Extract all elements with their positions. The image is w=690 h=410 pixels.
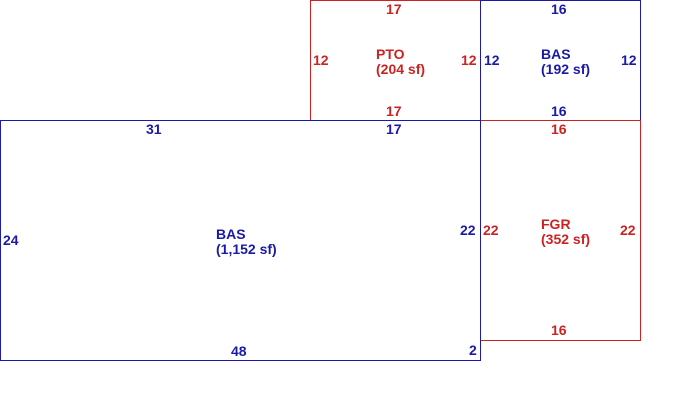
bas-top-top-dim: 16 <box>551 1 567 17</box>
bas-top-code: BAS <box>541 46 571 62</box>
fgr-code: FGR <box>541 216 571 232</box>
fgr-area-label: FGR (352 sf) <box>541 217 590 247</box>
bas-main-code: BAS <box>216 226 246 242</box>
bas-main-area-label: BAS (1,152 sf) <box>216 227 277 257</box>
pto-right-dim: 12 <box>461 52 477 68</box>
bas-top-bottom-dim: 16 <box>551 103 567 119</box>
fgr-top-dim: 16 <box>551 121 567 137</box>
fgr-size: (352 sf) <box>541 231 591 247</box>
pto-top-dim: 17 <box>386 1 402 17</box>
main-top-right-dim: 17 <box>386 121 402 137</box>
pto-bottom-dim: 17 <box>386 103 402 119</box>
main-bottom-right-dim: 2 <box>469 342 477 358</box>
bas-main-size: (1,152 sf) <box>216 241 277 257</box>
pto-code: PTO <box>376 46 405 62</box>
pto-area-label: PTO (204 sf) <box>376 47 425 77</box>
pto-size: (204 sf) <box>376 61 426 77</box>
main-top-left-dim: 31 <box>146 121 162 137</box>
bas-top-right-dim: 12 <box>621 52 637 68</box>
main-right-dim: 22 <box>460 222 476 238</box>
bas-top-left-dim: 12 <box>484 52 500 68</box>
main-bottom-dim: 48 <box>231 343 247 359</box>
bas-top-size: (192 sf) <box>541 61 591 77</box>
pto-left-dim: 12 <box>313 52 329 68</box>
fgr-right-dim: 22 <box>620 222 636 238</box>
main-left-dim: 24 <box>3 232 19 248</box>
fgr-bottom-dim: 16 <box>551 322 567 338</box>
fgr-left-dim: 22 <box>483 222 499 238</box>
bas-main-area <box>0 120 481 361</box>
bas-top-area-label: BAS (192 sf) <box>541 47 590 77</box>
